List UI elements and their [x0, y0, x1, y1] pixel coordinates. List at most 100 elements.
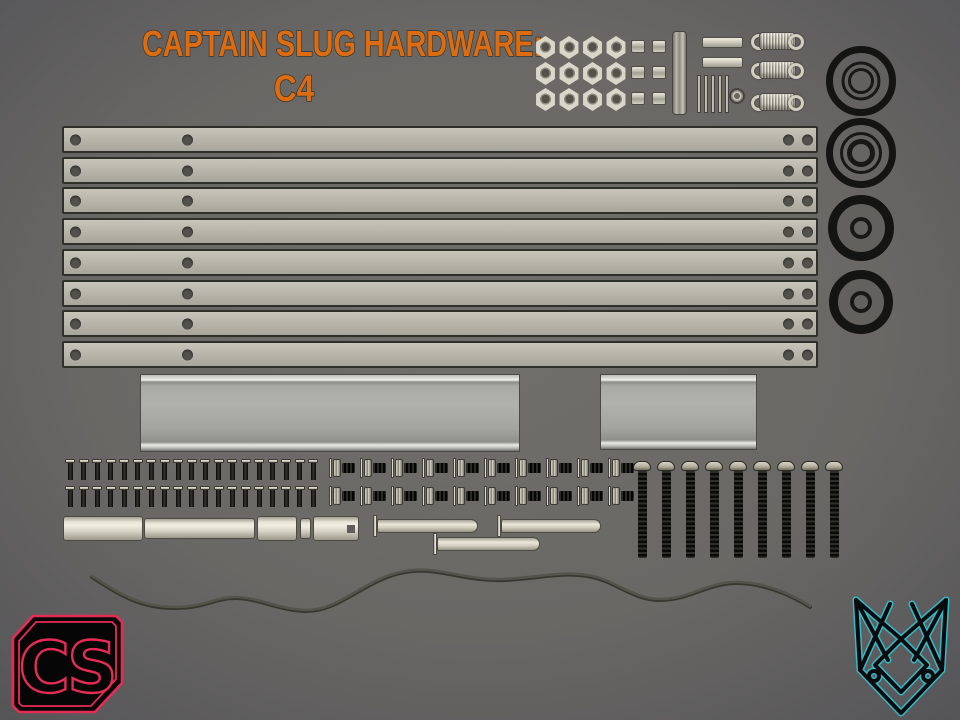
flat-bar [62, 341, 818, 368]
machine-screw [146, 459, 156, 482]
title-line-2: C4 [273, 68, 315, 109]
hex-nut [559, 88, 579, 111]
machine-screw [119, 459, 129, 482]
pan-head-screw [453, 458, 480, 478]
screw-head [611, 459, 620, 477]
wheel-ring [850, 217, 872, 239]
machine-screw [267, 459, 278, 482]
screw-shaft [527, 463, 541, 473]
screw-head [159, 486, 170, 490]
bolt-shaft [637, 471, 647, 558]
flat-bar [62, 187, 818, 214]
machine-screw [159, 486, 170, 509]
pan-head-screw [546, 458, 573, 478]
screw-head [518, 487, 527, 505]
screw-shaft [270, 463, 275, 480]
screw-shaft [372, 463, 386, 473]
push-rod [437, 537, 540, 551]
machine-screw [294, 459, 305, 482]
bar-hole [70, 318, 81, 329]
machine-screw [213, 486, 224, 509]
screw-head [580, 459, 589, 477]
pan-head-screw [484, 486, 511, 506]
hex-nut [606, 88, 626, 111]
cs-logo: CS [11, 614, 124, 714]
pan-head-screw [577, 486, 604, 506]
bar-hole [783, 134, 794, 145]
long-bolt [800, 461, 820, 558]
screw-head [213, 486, 224, 490]
screw-shaft [108, 490, 113, 507]
screw-flange [608, 486, 611, 506]
long-bolt [776, 461, 796, 558]
tube-segment [144, 518, 255, 539]
screw-head [456, 459, 465, 477]
flat-bar [62, 126, 818, 153]
bar-hole [182, 349, 193, 360]
screw-flange [546, 458, 549, 478]
screw-head [363, 487, 372, 505]
hex-nut [536, 36, 555, 59]
pan-head-screw [391, 458, 418, 478]
screw-head [213, 459, 224, 463]
tube-segment [257, 516, 297, 541]
machine-screw [213, 459, 224, 482]
screw-flange [577, 486, 580, 506]
screw-head [294, 459, 305, 463]
screw-shaft [202, 490, 208, 507]
screw-head [363, 459, 372, 477]
machine-screw [119, 486, 129, 509]
screw-flange [360, 458, 363, 478]
screw-shaft [496, 463, 510, 473]
screw-shaft [297, 463, 302, 480]
screw-shaft [81, 463, 86, 480]
screw-head [92, 486, 102, 490]
screw-head [78, 486, 89, 490]
bar-hole [802, 226, 813, 237]
machine-screw [92, 459, 102, 482]
spacer-cylinder [702, 37, 743, 48]
screw-head [456, 487, 465, 505]
bolt-head [753, 461, 771, 471]
screw-head [119, 486, 129, 490]
screw-shaft [175, 463, 181, 480]
pan-head-screw [484, 458, 511, 478]
bolt-shaft [757, 471, 767, 558]
screw-shaft [310, 490, 316, 507]
machine-screw [186, 486, 197, 509]
screw-head [105, 486, 116, 490]
screw-head [308, 459, 318, 463]
rod [672, 31, 687, 115]
screw-head [611, 487, 620, 505]
screw-head [281, 459, 291, 463]
cs-logo-inner-border [18, 621, 117, 707]
screw-head [227, 486, 237, 490]
pin [704, 75, 708, 113]
hex-nut [559, 36, 579, 59]
machine-screw [78, 486, 89, 509]
bar-hole [182, 134, 193, 145]
screw-flange [329, 458, 332, 478]
wheel-ring [850, 291, 872, 313]
screw-shaft [229, 490, 235, 507]
flat-bar [62, 249, 818, 276]
screw-shaft [403, 491, 417, 501]
wheel-ring [840, 132, 882, 174]
pan-head-screw [329, 486, 356, 506]
cs-logo-letters: CS [18, 627, 113, 709]
flat-bar [62, 280, 818, 307]
screw-head [254, 459, 264, 463]
screw-shaft [341, 463, 355, 473]
spring-hook [788, 34, 804, 50]
screw-head [267, 486, 278, 490]
pan-head-screw [515, 486, 542, 506]
machine-screw [173, 486, 183, 509]
screw-shaft [496, 491, 510, 501]
screw-head [549, 487, 558, 505]
machine-screw [227, 459, 237, 482]
screw-shaft [162, 463, 167, 480]
screw-shaft [434, 463, 448, 473]
screw-head [240, 459, 251, 463]
bar-hole [70, 134, 81, 145]
screw-head [146, 486, 156, 490]
